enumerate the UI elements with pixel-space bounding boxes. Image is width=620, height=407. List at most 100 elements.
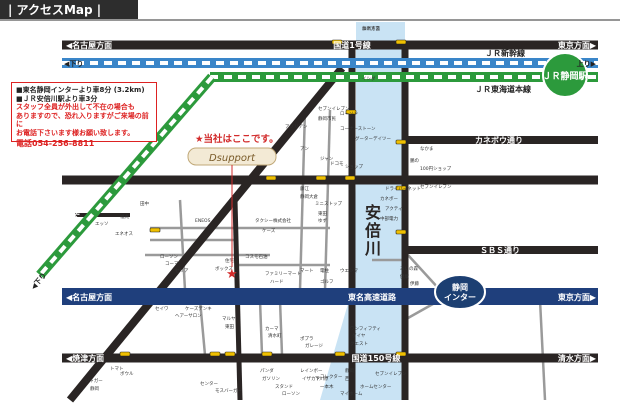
svg-text:川: 川: [364, 239, 381, 258]
landmark-label: ボウル: [120, 370, 134, 377]
landmark-label: ポプラ: [300, 335, 314, 342]
landmark-label: コレクター: [320, 373, 343, 380]
legend-note-2: ありますので、恐れ入りますがご来場の前に: [16, 111, 149, 129]
legend-note-1: スタッフ全員が外出して不在の場合も: [16, 103, 135, 112]
here-text: ★当社はここです。: [195, 133, 279, 145]
label-kanebo: カネボウ通り: [475, 135, 523, 145]
company-logo: Dsupport: [209, 153, 256, 164]
label-bottom-west: ◀焼津方面: [66, 353, 104, 363]
landmark-label: 健康: [400, 273, 409, 280]
label-tokaido: ＪＲ東海道本線: [475, 84, 531, 94]
access-legend: ■東名静岡インターより車8分 (3.2km) ■ＪＲ安倍川駅より車3分 スタッフ…: [11, 82, 157, 147]
abe-river: [320, 22, 405, 400]
legend-line-1: ■東名静岡インターより車8分 (3.2km): [16, 86, 145, 94]
landmark-label: 中部電力: [380, 215, 398, 222]
svg-text:倍: 倍: [365, 221, 381, 240]
landmark-label: 静岡市民: [318, 115, 336, 122]
landmark-label: ジャガー: [85, 377, 103, 384]
landmark-label: レインボー: [300, 367, 323, 374]
landmark-label: ファミリーマート: [265, 271, 301, 277]
landmark-label: パンダ: [260, 367, 274, 374]
landmark-label: セリア: [175, 268, 189, 274]
landmark-label: ダイヤ: [352, 332, 366, 339]
landmark-label: セブンイレブン: [318, 105, 350, 112]
landmark-label: 東田: [225, 323, 234, 330]
landmark-label: マート: [300, 268, 314, 274]
landmark-label: ウエシマ: [340, 267, 358, 274]
landmark-label: セイワ: [155, 306, 169, 312]
tomei-expressway: [62, 288, 598, 305]
landmark-label: 静岡大倉: [300, 193, 318, 200]
landmark-label: コスモ石油: [245, 253, 268, 260]
landmark-label: ドライバーネット: [385, 186, 421, 192]
label-top-national: 国道1号線: [333, 40, 371, 50]
title-bar: [0, 0, 138, 19]
landmark-label: ケーズデンキ: [185, 305, 212, 312]
here-marker: ★当社はここです。 Dsupport ★: [187, 133, 279, 282]
landmark-label: ヘアーサロン: [175, 313, 202, 319]
landmark-label: ローソン: [160, 254, 178, 260]
landmark-label: ショップ: [345, 164, 363, 170]
landmark-label: ドコモ: [330, 161, 344, 167]
landmark-label: 100円ショップ: [420, 166, 452, 172]
landmark-label: 一本木: [320, 383, 334, 390]
landmark-label: セブンイレブン: [420, 183, 452, 190]
landmark-label: 清水町: [268, 332, 282, 339]
landmark-label: ガレージ: [305, 342, 323, 349]
landmark-label: グーターデイツー: [355, 135, 391, 142]
label-tomei-west: ◀名古屋方面: [66, 292, 112, 302]
landmark-label: なかま: [420, 145, 434, 152]
landmark-label: マルヤ: [222, 316, 236, 322]
traffic-lights: [119, 39, 407, 357]
landmark-label: イザカヤ: [302, 376, 320, 382]
landmark-label: 鵬の: [410, 157, 419, 164]
landmark-label: ローソン: [340, 111, 358, 117]
landmark-label: エッソ: [95, 221, 109, 227]
legend-phone: 電話054-256-8811: [16, 138, 95, 148]
label-shinkansen: ＪＲ新幹線: [485, 48, 525, 58]
tokaido-line: [210, 72, 598, 82]
landmark-label: トマト: [110, 366, 124, 372]
landmark-label: クエスト: [350, 341, 368, 347]
landmark-label: 福丸: [120, 213, 129, 220]
landmark-label: エネオス: [362, 26, 380, 32]
here-star-icon: ★: [226, 267, 238, 282]
interchange-line2: インター: [444, 292, 476, 302]
label-top-west: ◀名古屋方面: [66, 40, 112, 50]
jr-shizuoka-station: ＪＲ静岡駅: [542, 52, 588, 98]
landmark-label: ミニストップ: [315, 201, 342, 207]
shizuoka-interchange: 静岡 インター: [434, 274, 486, 310]
svg-text:安: 安: [365, 203, 381, 222]
landmark-label: ホームセンター: [360, 383, 392, 390]
landmark-label: ワンフィフティ: [350, 326, 381, 332]
map-title: | アクセスMap |: [8, 3, 101, 17]
label-nobori: 上り▶: [577, 59, 597, 68]
landmark-label: ボックス: [215, 265, 233, 272]
landmark-label: 東田: [318, 210, 327, 217]
landmark-label: アゾリアン: [285, 124, 308, 130]
landmark-label: 藤江: [300, 185, 309, 192]
landmark-label: 静岡: [90, 385, 99, 392]
label-bottom-east: 清水方面▶: [558, 353, 597, 363]
landmark-label: カーマ: [265, 326, 279, 332]
landmark-label: カネボー: [380, 195, 398, 202]
landmark-label: ゆず: [318, 217, 327, 224]
landmark-label: ゴルフ: [320, 278, 334, 285]
label-tomei-east: 東京方面▶: [558, 292, 597, 302]
landmark-label: イシダ: [362, 75, 376, 82]
legend-note-3: お電話下さいます様お願い致します。: [16, 128, 135, 137]
landmark-label: 田中: [140, 200, 149, 207]
landmark-label: ハード: [270, 280, 284, 285]
landmark-label: アクティ: [385, 206, 403, 212]
landmark-label: セブンイレブン: [375, 370, 407, 377]
river-label: 安 倍 川: [364, 203, 381, 258]
landmark-label: タクシー株式会社: [255, 217, 291, 224]
landmark-label: コーナーストーン: [340, 126, 376, 132]
label-sbs: ＳＢＳ通り: [480, 245, 520, 255]
label-tomei-name: 東名高速道路: [348, 292, 397, 302]
landmark-label: 伊藤: [410, 280, 419, 287]
landmark-label: スタンド: [275, 383, 293, 390]
landmark-label: 住宅: [225, 257, 234, 264]
rail-lines: [36, 58, 598, 279]
landmark-label: ジャン: [320, 157, 334, 162]
